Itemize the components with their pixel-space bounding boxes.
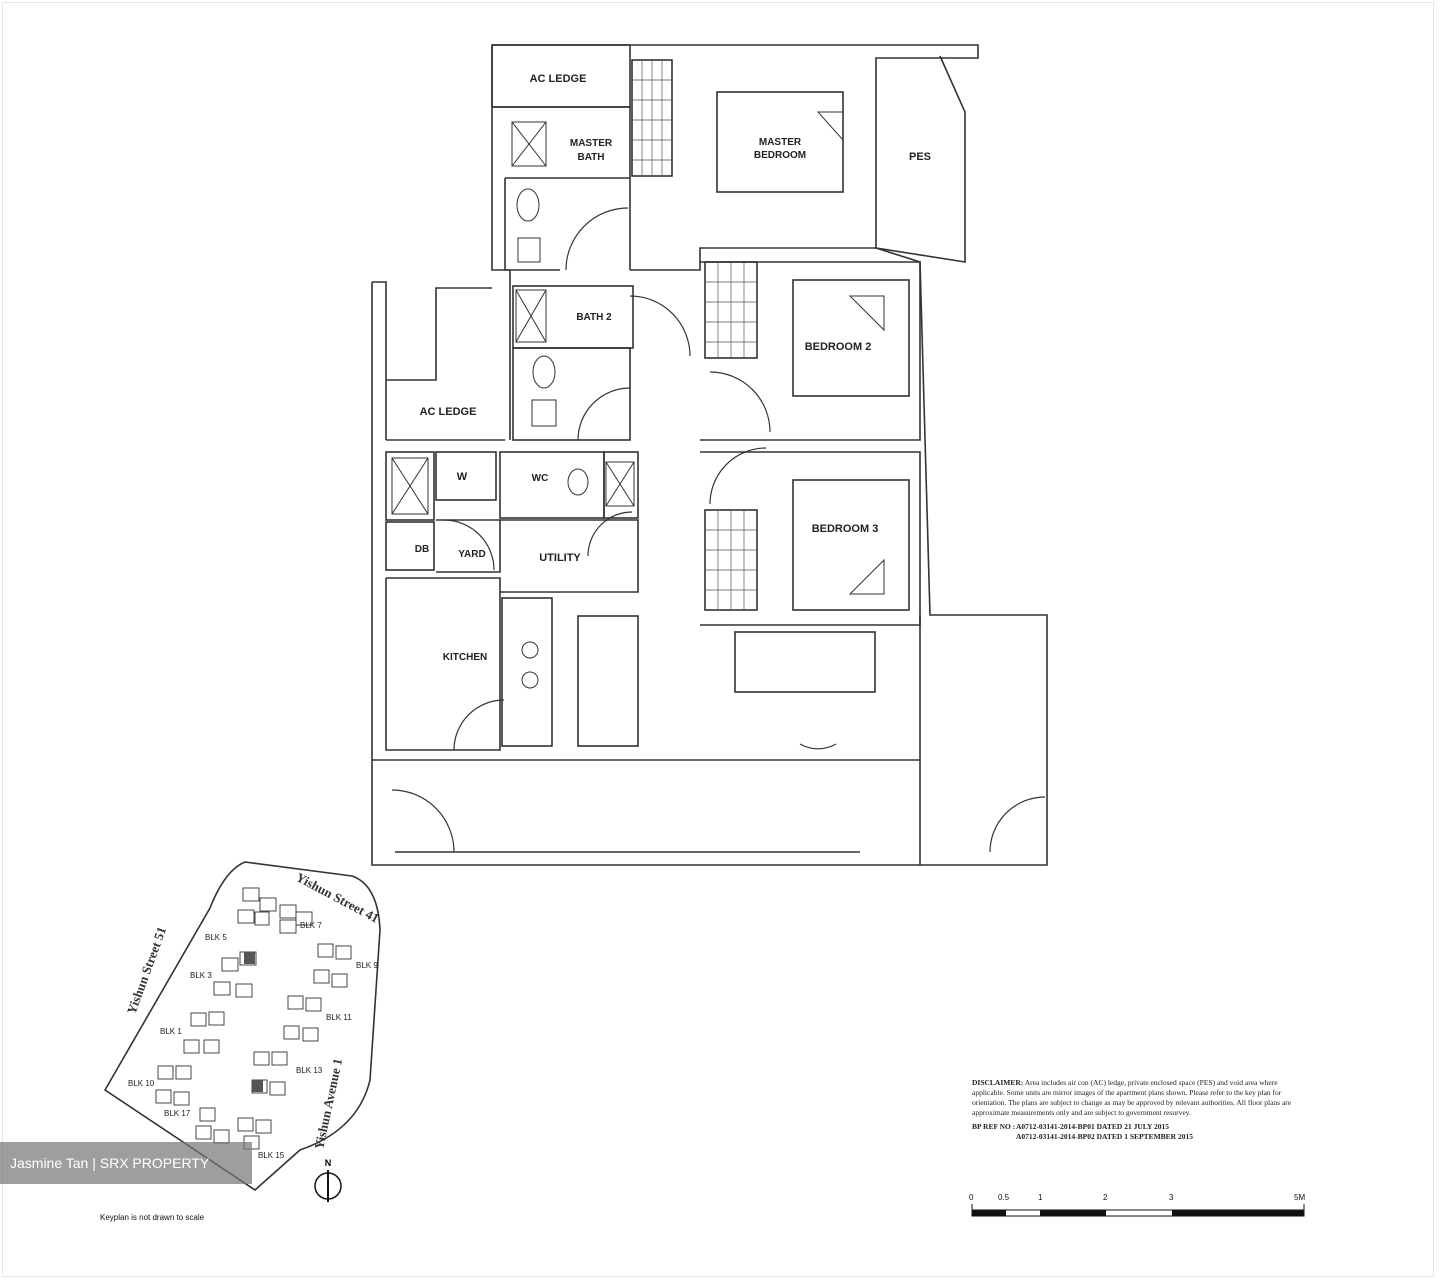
- keyplan: [103, 861, 381, 1192]
- bp-ref-label: BP REF NO :: [972, 1122, 1016, 1131]
- door-swings: [391, 207, 1046, 853]
- label-master-bedroom-line1: MASTER: [759, 137, 802, 148]
- scale-label: 3: [1169, 1193, 1174, 1202]
- scale-bar: [971, 1204, 1305, 1217]
- wardrobe-grids: [632, 60, 757, 610]
- label-kitchen: KITCHEN: [443, 652, 487, 663]
- label-db: DB: [415, 544, 429, 555]
- label-pes: PES: [909, 151, 931, 163]
- keyplan-block-label: BLK 1: [160, 1027, 182, 1036]
- label-wc: WC: [532, 473, 549, 484]
- label-ac-ledge-left: AC LEDGE: [420, 406, 477, 418]
- north-label: N: [325, 1158, 332, 1168]
- keyplan-note: Keyplan is not drawn to scale: [100, 1213, 205, 1222]
- keyplan-block-label: BLK 15: [258, 1151, 285, 1160]
- label-master-bath-line2: BATH: [577, 152, 604, 163]
- keyplan-street-51: Yishun Street 51: [124, 925, 169, 1016]
- label-w: W: [457, 471, 468, 483]
- bp-reference: BP REF NO : A0712-03141-2014-BP01 DATED …: [972, 1122, 1312, 1142]
- scale-label: 2: [1103, 1193, 1108, 1202]
- keyplan-block-label: BLK 3: [190, 971, 212, 980]
- label-utility: UTILITY: [539, 552, 581, 564]
- keyplan-block-label: BLK 11: [326, 1013, 352, 1022]
- keyplan-block-label: BLK 7: [300, 921, 322, 930]
- scale-label: 0.5: [998, 1193, 1010, 1202]
- disclaimer-heading: DISCLAIMER:: [972, 1078, 1024, 1087]
- bp-ref-1: A0712-03141-2014-BP01 DATED 21 JULY 2015: [1016, 1122, 1170, 1131]
- label-yard: YARD: [458, 549, 485, 560]
- keyplan-block-label: BLK 13: [296, 1066, 323, 1075]
- keyplan-block-label: BLK 10: [128, 1079, 155, 1088]
- keyplan-block-label: BLK 9: [356, 961, 378, 970]
- keyplan-block-label: BLK 17: [164, 1109, 191, 1118]
- label-ac-ledge-top: AC LEDGE: [530, 73, 587, 85]
- north-arrow-icon: [314, 1170, 342, 1202]
- label-bedroom3: BEDROOM 3: [812, 523, 879, 535]
- keyplan-highlight-unit: [252, 1080, 263, 1092]
- keyplan-block-label: BLK 5: [205, 933, 227, 942]
- label-bedroom2: BEDROOM 2: [805, 341, 872, 353]
- disclaimer-body: Area includes air con (AC) ledge, privat…: [972, 1078, 1292, 1117]
- scale-label: 1: [1038, 1193, 1043, 1202]
- label-master-bedroom-line2: BEDROOM: [754, 150, 806, 161]
- scale-label: 5M: [1294, 1193, 1306, 1202]
- keyplan-block-cells: [155, 887, 352, 1150]
- scale-label: 0: [969, 1193, 974, 1202]
- bp-ref-2: A0712-03141-2014-BP02 DATED 1 SEPTEMBER …: [1016, 1132, 1193, 1141]
- floor-plan-walls: [371, 44, 1048, 866]
- watermark: Jasmine Tan | SRX PROPERTY: [0, 1142, 252, 1184]
- keyplan-site-boundary: [103, 861, 381, 1192]
- label-bath2: BATH 2: [576, 312, 612, 323]
- fixtures: [391, 111, 885, 689]
- disclaimer: DISCLAIMER: Area includes air con (AC) l…: [972, 1078, 1312, 1142]
- label-master-bath-line1: MASTER: [570, 138, 613, 149]
- keyplan-highlight-unit: [244, 952, 255, 964]
